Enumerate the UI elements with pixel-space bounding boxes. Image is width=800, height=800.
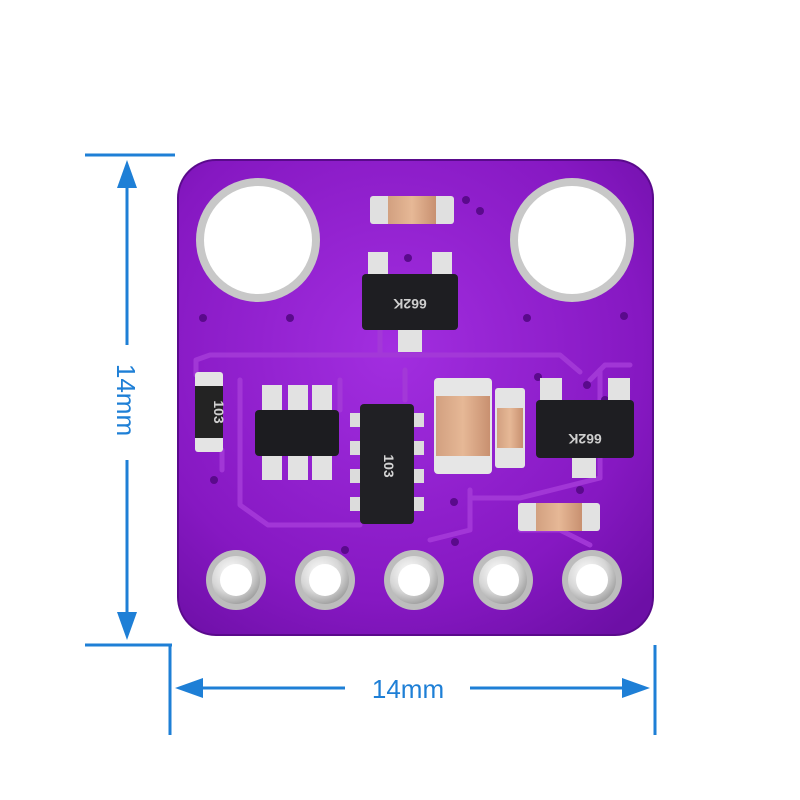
resistor-left-label: 103 bbox=[211, 400, 227, 424]
width-label: 14mm bbox=[372, 674, 444, 704]
resistor-array: 103 bbox=[350, 404, 424, 524]
height-label: 14mm bbox=[111, 364, 141, 436]
pcb-board: 662K 103 103 bbox=[177, 159, 654, 636]
pad-1 bbox=[206, 550, 266, 610]
vias bbox=[199, 196, 628, 554]
ic-sot23-6 bbox=[255, 385, 339, 480]
transistor-top: 662K bbox=[362, 252, 458, 352]
transistor-right-label: 662K bbox=[568, 431, 601, 447]
capacitor-bottom bbox=[518, 503, 600, 531]
dim-arrow-down bbox=[117, 612, 137, 640]
pad-3 bbox=[384, 550, 444, 610]
transistor-right: 662K bbox=[536, 378, 634, 478]
pad-2 bbox=[295, 550, 355, 610]
pad-4 bbox=[473, 550, 533, 610]
transistor-top-label: 662K bbox=[393, 296, 426, 312]
capacitor-top bbox=[370, 196, 454, 224]
capacitor-large bbox=[434, 378, 492, 474]
header-pads bbox=[206, 550, 622, 610]
horizontal-dimension bbox=[168, 645, 657, 735]
dim-arrow-up bbox=[117, 160, 137, 188]
resistor-array-label: 103 bbox=[381, 454, 397, 478]
board-edge bbox=[177, 159, 654, 636]
resistor-left: 103 bbox=[195, 372, 227, 452]
capacitor-small-vertical bbox=[495, 388, 525, 468]
dim-arrow-right bbox=[622, 678, 650, 698]
dim-arrow-left bbox=[175, 678, 203, 698]
mounting-hole-right bbox=[510, 178, 634, 302]
mounting-hole-left bbox=[196, 178, 320, 302]
pad-5 bbox=[562, 550, 622, 610]
vertical-dimension bbox=[85, 153, 175, 647]
